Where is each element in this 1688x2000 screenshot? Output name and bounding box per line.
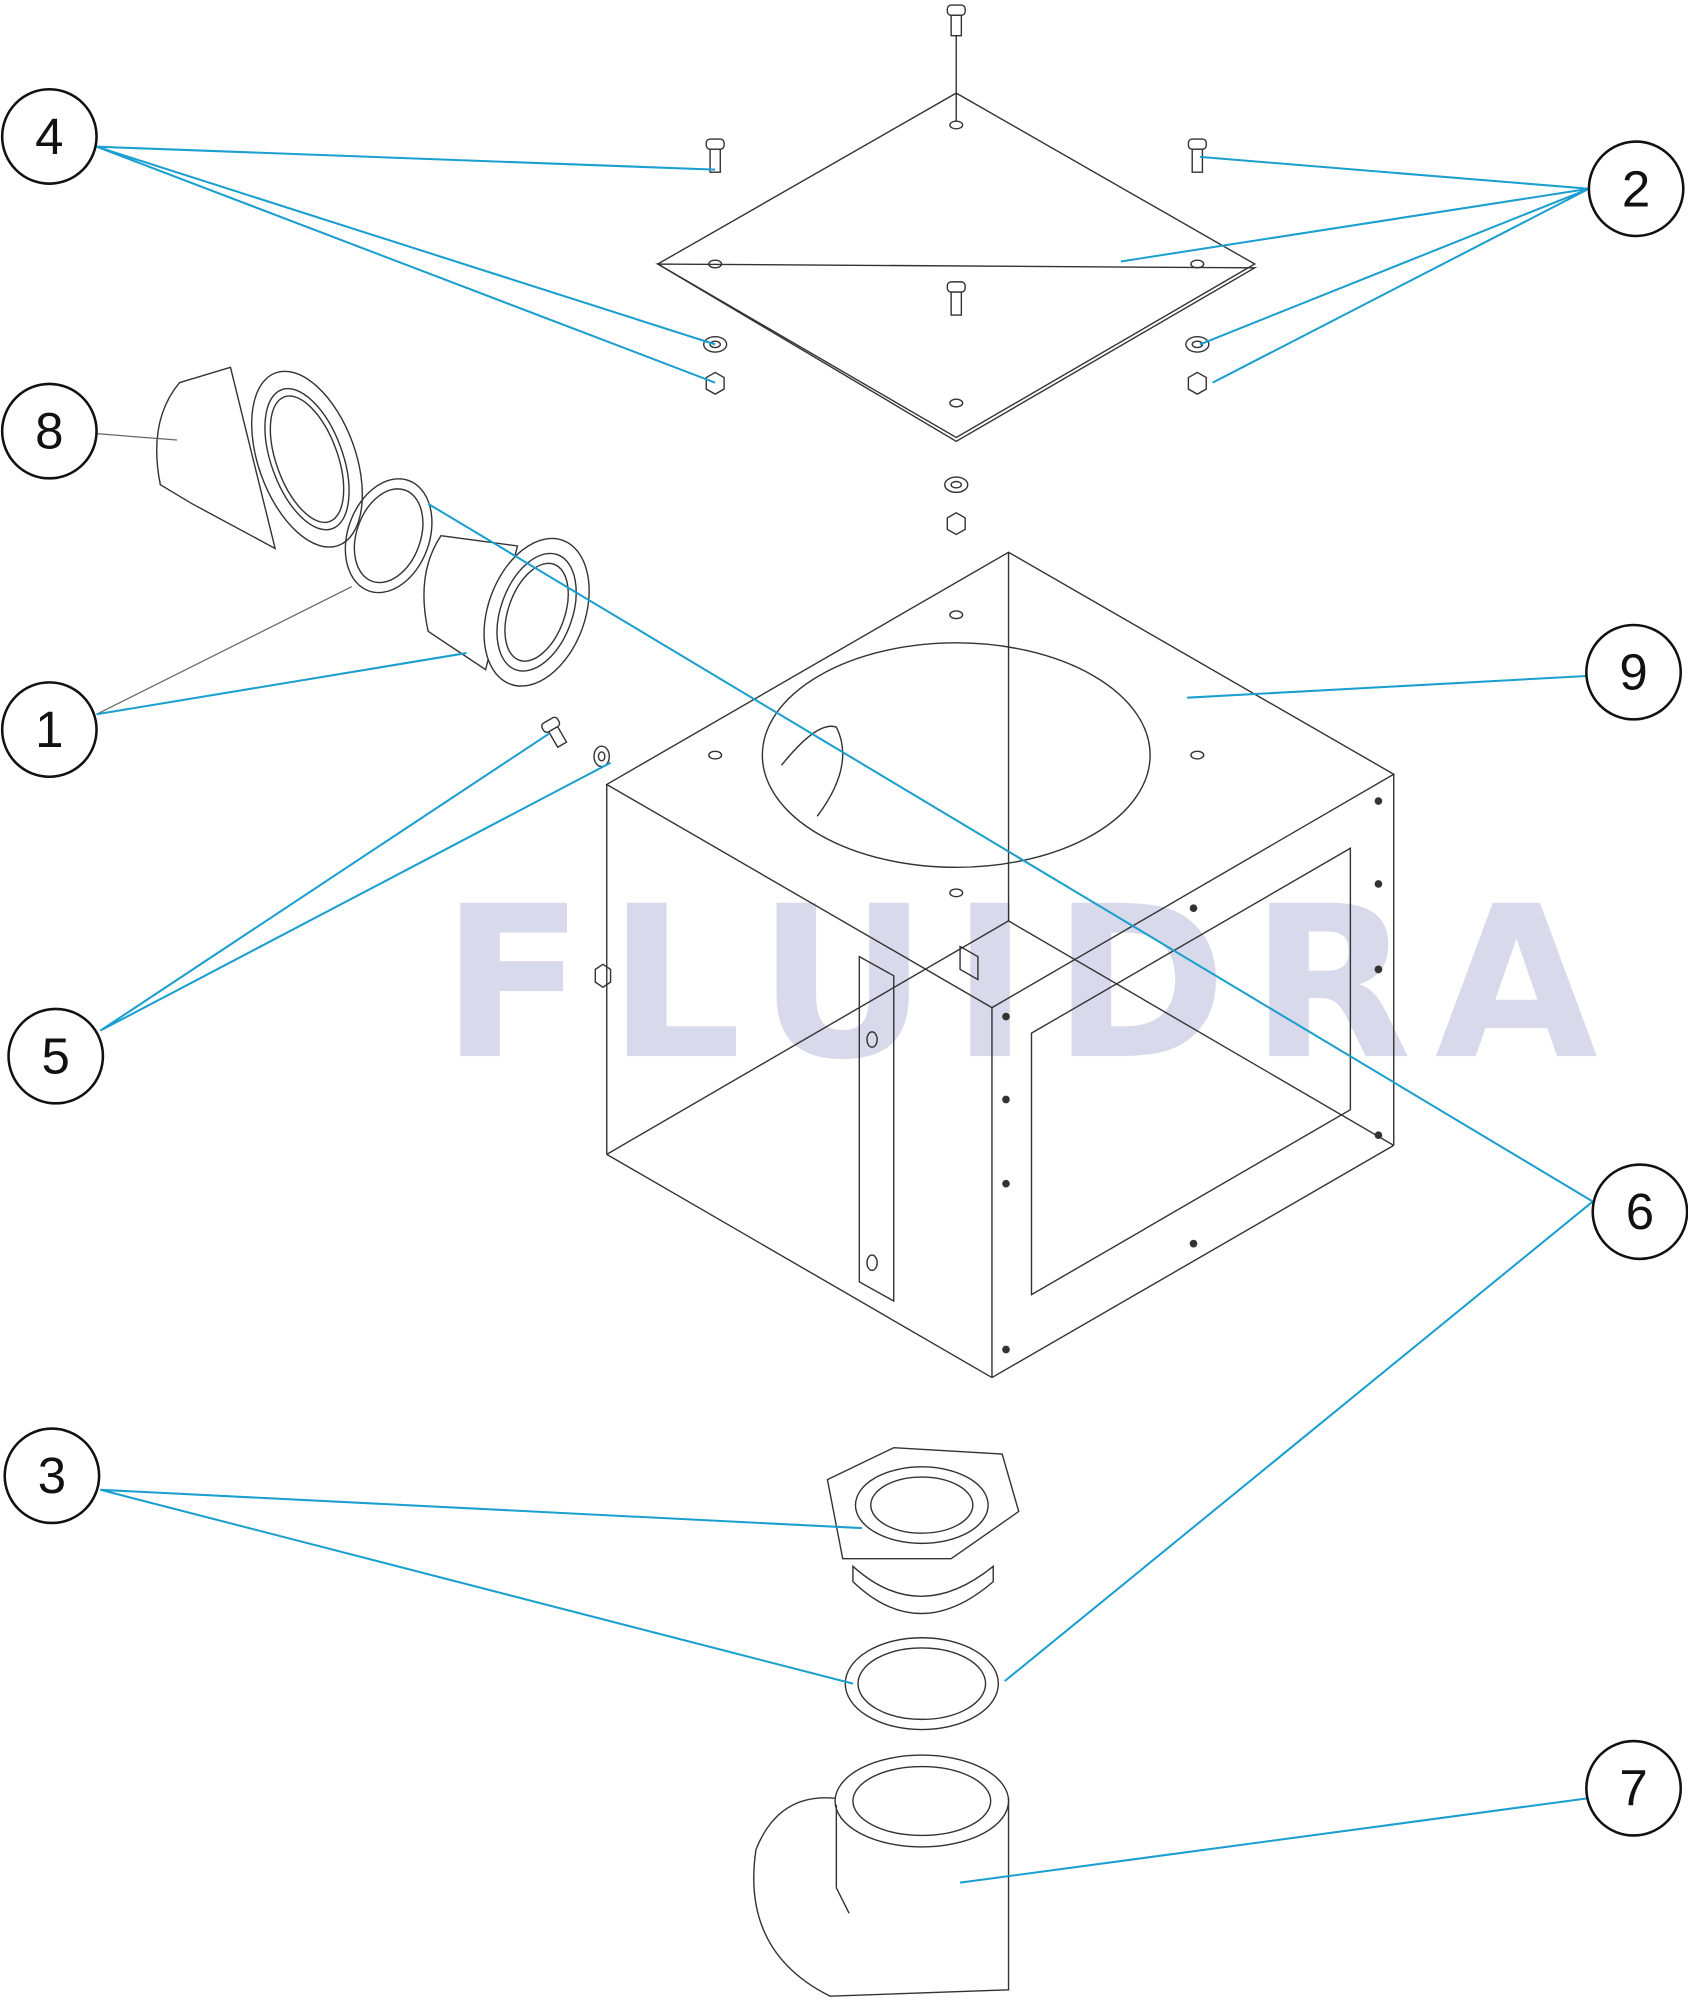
svg-text:9: 9 xyxy=(1619,644,1647,701)
callout-9: 9 xyxy=(1585,623,1683,721)
svg-text:8: 8 xyxy=(35,403,63,460)
leader-lines xyxy=(96,145,1594,1884)
svg-text:6: 6 xyxy=(1626,1183,1654,1240)
svg-text:1: 1 xyxy=(35,701,63,758)
callout-8: 8 xyxy=(0,382,98,480)
callout-4: 4 xyxy=(0,88,98,185)
callout-1: 1 xyxy=(0,681,98,779)
callout-5: 5 xyxy=(7,1007,105,1105)
svg-text:5: 5 xyxy=(42,1028,70,1085)
svg-text:7: 7 xyxy=(1619,1760,1647,1817)
gasket-ring xyxy=(344,478,433,594)
svg-text:4: 4 xyxy=(35,108,63,165)
svg-text:3: 3 xyxy=(38,1447,66,1504)
cover-plate xyxy=(655,25,1258,443)
lower-gasket xyxy=(844,1637,1000,1731)
screws xyxy=(541,4,1207,749)
fluidra-watermark: FLUIDRA xyxy=(441,861,1621,1106)
housing-box xyxy=(605,551,1396,1379)
hex-bushing xyxy=(826,1446,1020,1615)
threaded-adapter xyxy=(155,366,364,550)
elbow-fitting xyxy=(753,1754,1010,1997)
svg-text:2: 2 xyxy=(1622,160,1650,217)
washers-nuts xyxy=(593,336,1210,989)
callout-3: 3 xyxy=(3,1427,101,1525)
callout-7: 7 xyxy=(1585,1739,1683,1837)
callout-2: 2 xyxy=(1587,140,1685,238)
wall-fitting xyxy=(423,534,590,687)
callout-6: 6 xyxy=(1591,1163,1688,1261)
